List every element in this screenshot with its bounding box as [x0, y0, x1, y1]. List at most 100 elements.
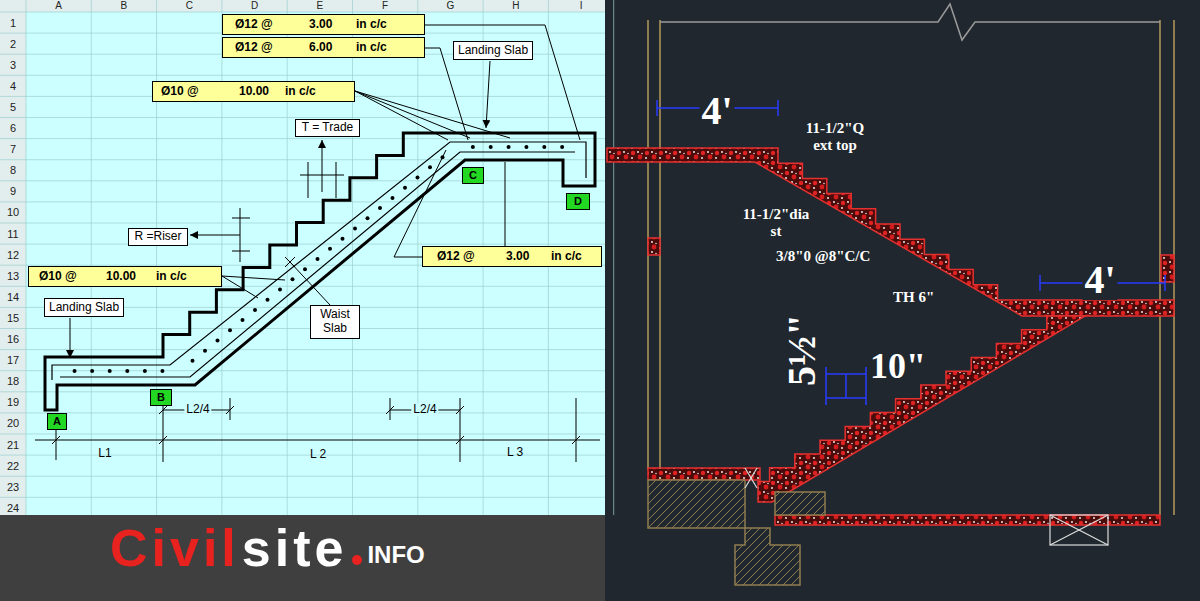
rebar-callout: Ø10 @10.00in c/c [28, 266, 222, 287]
row-number: 12 [7, 249, 19, 260]
rebar-dot [353, 226, 357, 230]
column-header: E [317, 1, 324, 11]
point-letter: D [574, 195, 582, 208]
leader-line [232, 251, 250, 252]
dimension-line [159, 436, 167, 444]
stair-outline [45, 133, 595, 410]
cross-mark [1050, 515, 1108, 545]
grid-line [0, 138, 605, 139]
leader-line [425, 25, 580, 140]
grid-line [0, 12, 605, 13]
part-label-box: R =Riser [128, 228, 188, 246]
point-marker: A [47, 413, 67, 430]
row-number: 13 [7, 270, 19, 281]
grid-line [0, 0, 614, 518]
concrete [648, 238, 660, 255]
rebar-note: 11-1/2"Q ext top [800, 120, 870, 155]
concrete [607, 148, 1174, 316]
rebar-dot [278, 288, 282, 292]
row-number: 19 [7, 397, 19, 408]
row-number: 10 [7, 207, 19, 218]
cad-dimension [657, 100, 1165, 405]
rebar-dot [507, 145, 511, 149]
cad-ground [605, 0, 1200, 601]
callout-text: 10.00 [239, 85, 269, 99]
grid-line [613, 0, 614, 515]
point-marker: D [566, 193, 590, 210]
cross-mark [745, 468, 1108, 545]
grid-line [352, 0, 353, 515]
grid-line [0, 180, 605, 181]
spreadsheet-ground [0, 0, 605, 515]
row-number: 9 [10, 186, 16, 197]
cross-mark [745, 468, 757, 488]
cad-dimension [1039, 275, 1041, 291]
rebar-dot [428, 165, 432, 169]
row-number: 23 [7, 481, 19, 492]
wall [648, 20, 1174, 515]
rebar-dot [73, 369, 77, 373]
rebar-dot [316, 257, 320, 261]
point-letter: C [469, 169, 477, 182]
rebar-dot [90, 369, 94, 373]
spreadsheet-ground [0, 0, 605, 12]
row-number: 21 [7, 439, 19, 450]
grid-line [26, 0, 27, 515]
dimension-label: 4' [1082, 260, 1117, 300]
foundation [648, 480, 745, 528]
grid-line [0, 412, 605, 413]
leader-line [394, 150, 446, 257]
grid-line [0, 117, 605, 118]
row-number: 7 [10, 144, 16, 155]
dimension-line [226, 406, 234, 414]
dimension-line [456, 436, 464, 444]
column-header: F [382, 1, 388, 11]
callout-text: Ø10 @ [39, 270, 77, 284]
point-letter: B [157, 391, 165, 404]
row-number: 11 [7, 228, 18, 239]
rebar-dot [416, 176, 420, 180]
rebar-callout: Ø10 @10.00in c/c [152, 81, 355, 102]
row-number: 4 [10, 80, 16, 91]
dimension-line [460, 398, 461, 462]
part-label-box: Landing Slab [453, 41, 533, 60]
callout-text: Ø12 @ [235, 41, 273, 55]
leader-line [355, 91, 510, 138]
part-name: Waist Slab [315, 308, 355, 336]
rebar-dot [328, 247, 332, 251]
dimension-line [56, 430, 57, 460]
rebar-dot [542, 145, 546, 149]
break-line [660, 4, 1160, 40]
foundation [775, 492, 825, 515]
rebar-dot [471, 145, 475, 149]
rebar-dot [303, 267, 307, 271]
column-header: G [447, 1, 455, 11]
row-number: 3 [10, 59, 16, 70]
callout-text: Ø12 @ [235, 18, 273, 32]
rebar-dot [203, 349, 207, 353]
rebar-dot [560, 145, 564, 149]
row-number: 22 [7, 460, 19, 471]
callout-text: in c/c [356, 41, 387, 55]
dimension-label: L2/4 [184, 403, 211, 416]
dimension-label: 10" [868, 348, 928, 384]
grid-line [0, 349, 605, 350]
rebar-callout: Ø12 @6.00in c/c [222, 37, 425, 58]
concrete [775, 515, 1160, 525]
row-number: 24 [7, 502, 19, 513]
part-name: R =Riser [134, 230, 181, 244]
rebar-dot [378, 206, 382, 210]
logo-text: Civil [110, 522, 240, 574]
part-name: Landing Slab [458, 44, 528, 58]
leader-line [70, 318, 71, 358]
rebar-dot [341, 237, 345, 241]
grid-line [0, 201, 605, 202]
cross-mark [1050, 515, 1108, 545]
dimension-line [52, 436, 60, 444]
grid-line [0, 434, 605, 435]
cad-dimension [656, 100, 658, 116]
leader-line [232, 218, 250, 219]
dimension-label: L 3 [505, 446, 525, 459]
dimension-label: L2/4 [411, 403, 438, 416]
callout-text: 3.00 [506, 250, 529, 264]
